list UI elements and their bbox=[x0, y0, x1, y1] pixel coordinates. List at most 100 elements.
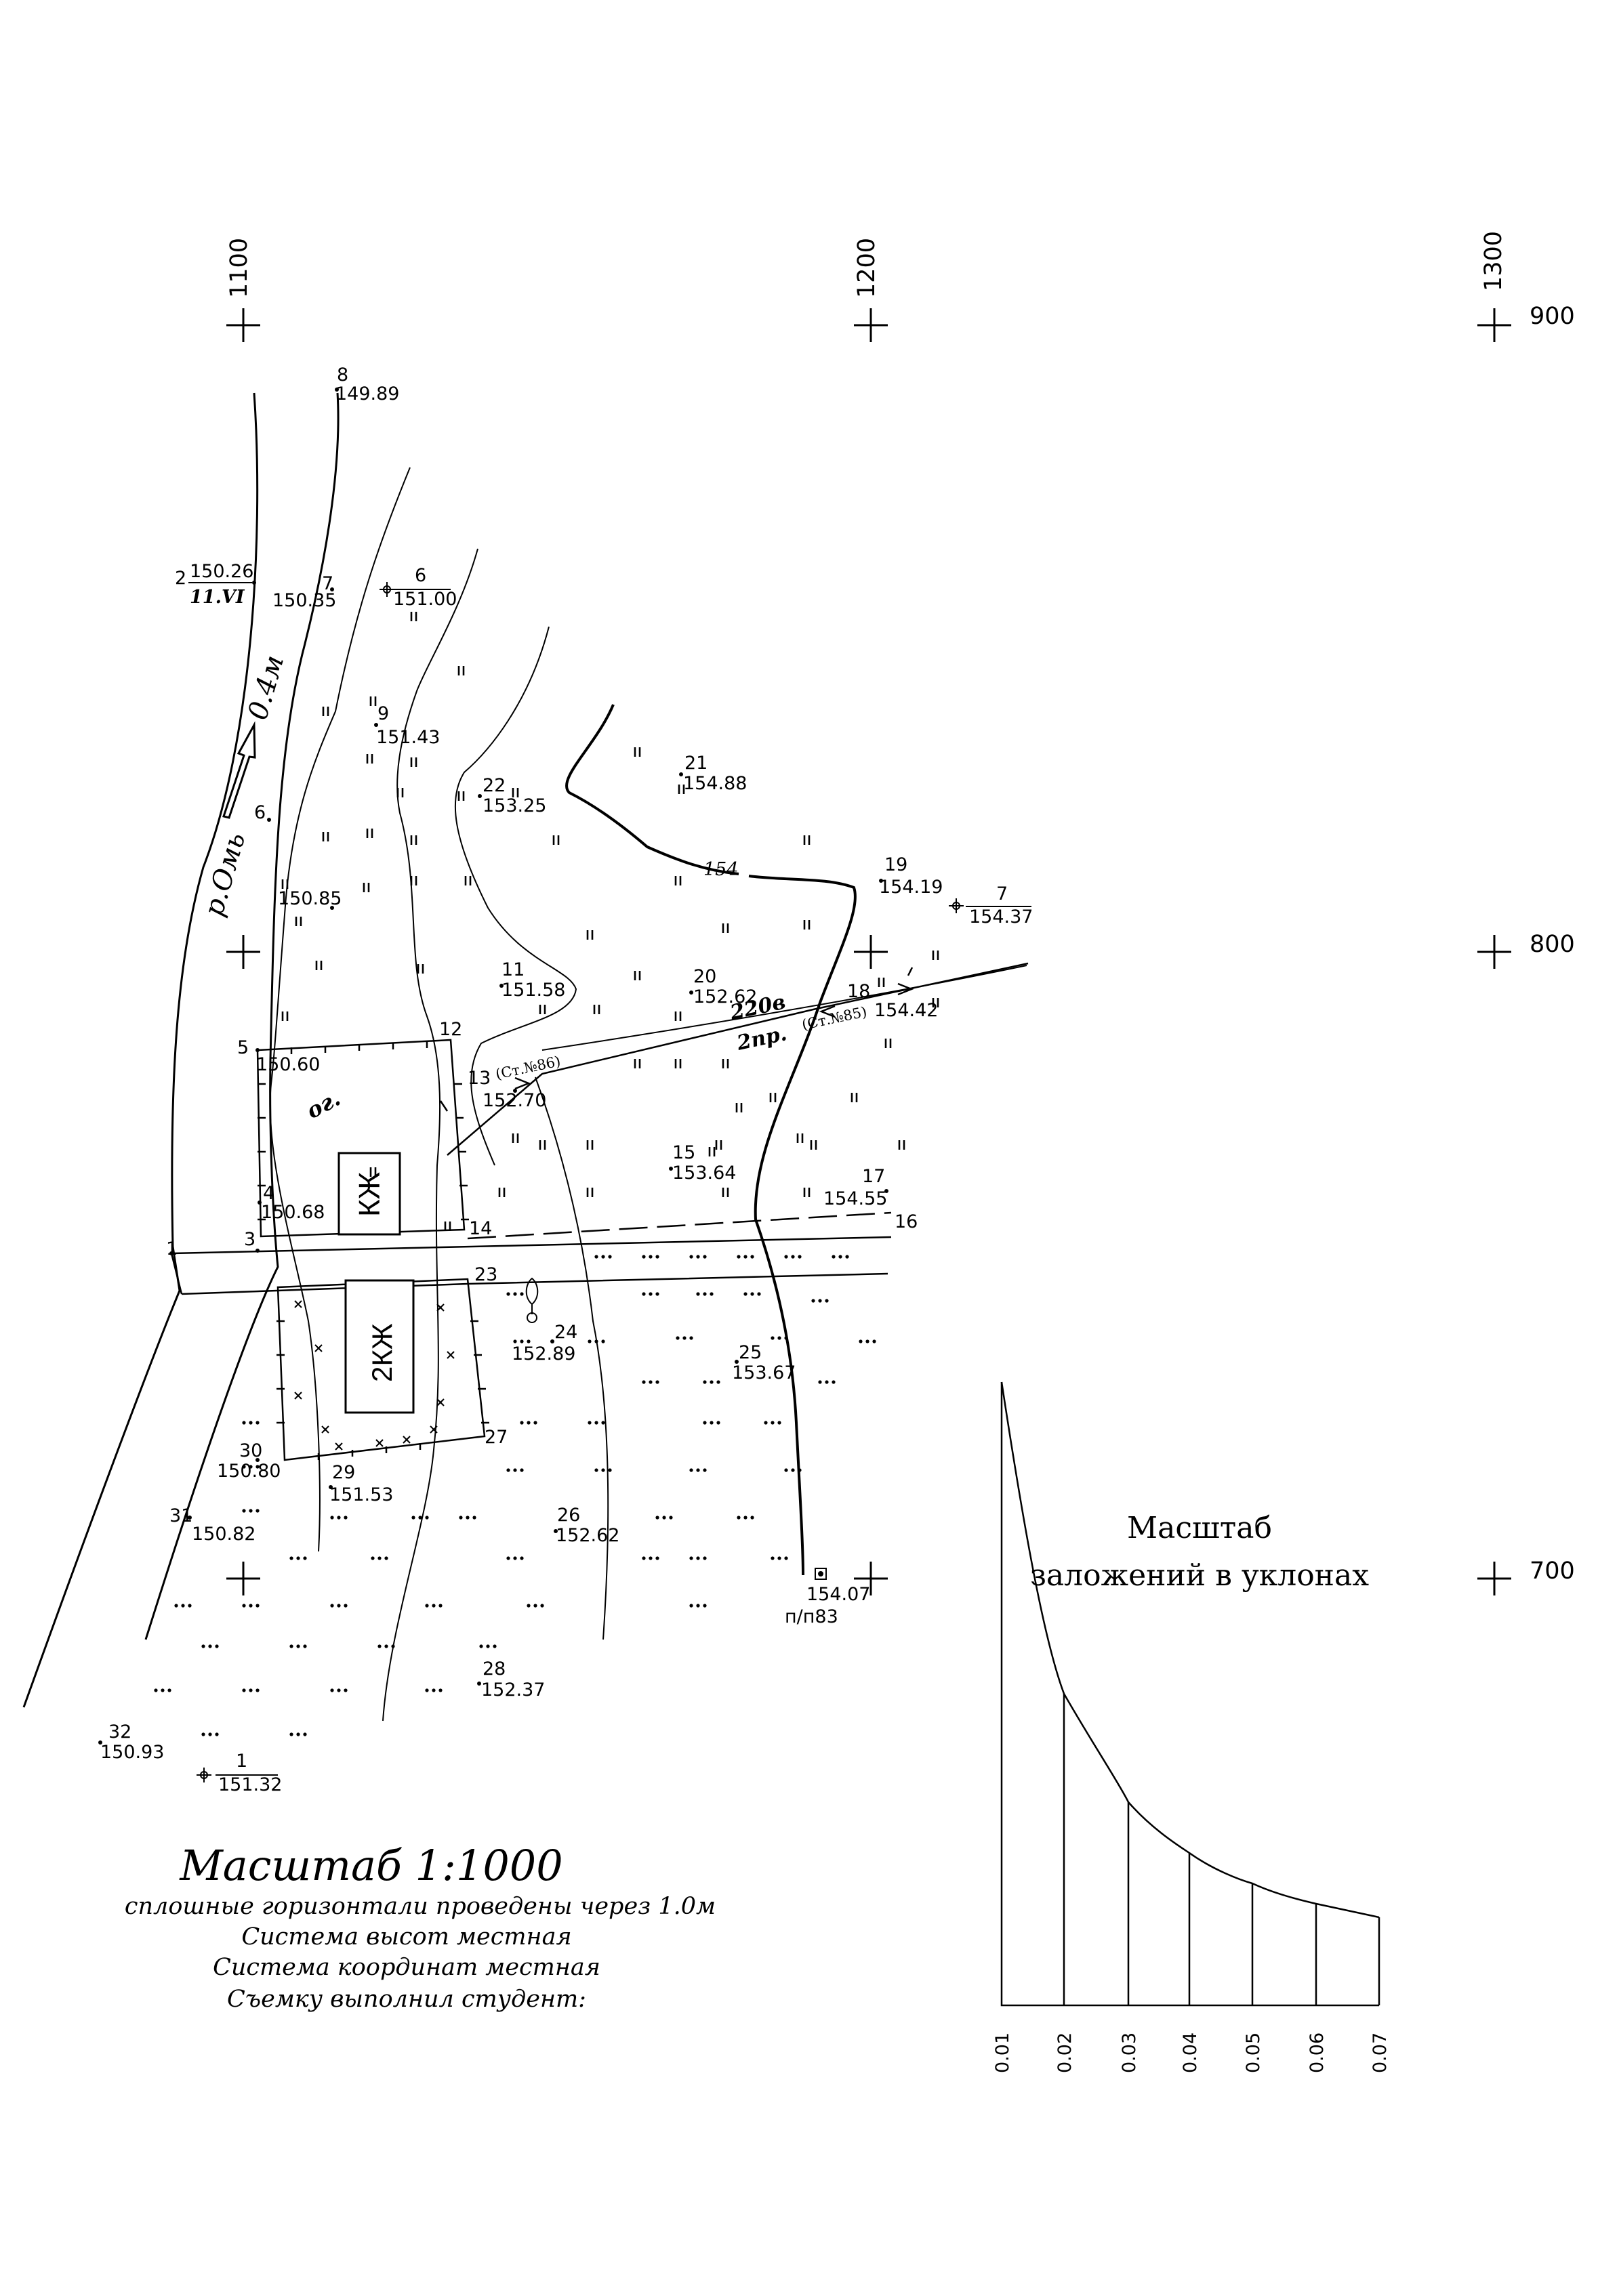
slope-tick-0-07: 0.07 bbox=[1370, 2032, 1391, 2073]
grid-label-y-800: 800 bbox=[1530, 931, 1575, 958]
point-1: 1 bbox=[166, 1238, 178, 1259]
svg-text:13: 13 bbox=[468, 1068, 491, 1089]
svg-text:1: 1 bbox=[236, 1751, 247, 1772]
svg-text:20: 20 bbox=[693, 966, 716, 987]
svg-text:153.25: 153.25 bbox=[483, 795, 546, 816]
svg-text:24: 24 bbox=[554, 1322, 577, 1343]
svg-text:11.VI: 11.VI bbox=[190, 587, 245, 608]
svg-text:149.89: 149.89 bbox=[335, 383, 399, 404]
building-kzh bbox=[337, 1152, 401, 1236]
grid-label-x-1300: 1300 bbox=[1480, 231, 1507, 291]
svg-text:152.62: 152.62 bbox=[556, 1525, 619, 1546]
slope-scale-title-2: заложений в уклонах bbox=[1030, 1558, 1369, 1593]
point-16: 16 bbox=[895, 1211, 918, 1232]
point-150-85: 150.85 bbox=[278, 888, 342, 910]
river-name-label: р.Омь bbox=[198, 829, 251, 920]
svg-text:30: 30 bbox=[239, 1440, 262, 1461]
slope-tick-0-04: 0.04 bbox=[1180, 2032, 1201, 2073]
svg-text:6: 6 bbox=[254, 802, 266, 823]
svg-text:27: 27 bbox=[485, 1427, 508, 1448]
slope-scale bbox=[1000, 1381, 1380, 2007]
slope-scale-title-1: Масштаб bbox=[1127, 1511, 1272, 1545]
svg-text:152.37: 152.37 bbox=[481, 1679, 545, 1700]
power-line bbox=[439, 962, 1029, 1156]
grid-label-y-900: 900 bbox=[1530, 303, 1575, 330]
svg-text:7: 7 bbox=[322, 573, 333, 594]
svg-text:150.82: 150.82 bbox=[192, 1524, 255, 1545]
point-6b: 6 bbox=[254, 802, 271, 823]
flow-arrow-icon bbox=[222, 721, 256, 819]
tree-icon bbox=[525, 1277, 539, 1323]
garden-label: ог. bbox=[302, 1085, 344, 1124]
svg-text:16: 16 bbox=[895, 1211, 918, 1232]
svg-text:18: 18 bbox=[847, 981, 870, 1002]
road bbox=[170, 1211, 892, 1295]
svg-text:1: 1 bbox=[166, 1238, 178, 1259]
grid-crosses bbox=[226, 308, 1511, 1595]
building-2kzh-label: 2КЖ bbox=[366, 1323, 398, 1382]
slope-tick-0-06: 0.06 bbox=[1307, 2032, 1328, 2073]
building-2kzh bbox=[344, 1279, 415, 1414]
footer-line-2: Система высот местная bbox=[241, 1923, 571, 1950]
svg-text:150.60: 150.60 bbox=[256, 1054, 320, 1075]
svg-text:11: 11 bbox=[501, 959, 525, 980]
contour-label-154: 154 bbox=[703, 859, 739, 880]
svg-text:154.55: 154.55 bbox=[823, 1188, 887, 1209]
scale-title: Масштаб 1:1000 bbox=[179, 1841, 562, 1890]
svg-text:150.85: 150.85 bbox=[278, 888, 342, 909]
river-banks bbox=[22, 392, 340, 1708]
ground-symbols bbox=[154, 1255, 876, 1736]
svg-text:21: 21 bbox=[684, 753, 708, 774]
svg-text:150.35: 150.35 bbox=[272, 590, 336, 611]
station-symbols bbox=[197, 582, 964, 1782]
station-85-label: (Ст.№85) bbox=[800, 1003, 868, 1033]
slope-tick-0-02: 0.02 bbox=[1054, 2032, 1075, 2073]
svg-text:9: 9 bbox=[377, 703, 389, 724]
svg-text:п/п83: п/п83 bbox=[785, 1606, 838, 1627]
svg-text:28: 28 bbox=[483, 1658, 506, 1679]
slope-tick-0-01: 0.01 bbox=[992, 2032, 1013, 2073]
svg-text:32: 32 bbox=[108, 1721, 131, 1742]
slope-tick-0-03: 0.03 bbox=[1119, 2032, 1140, 2073]
contour-154 bbox=[565, 704, 857, 1576]
contour-lines bbox=[269, 467, 1027, 1721]
point-23: 23 bbox=[474, 1264, 497, 1285]
svg-text:151.32: 151.32 bbox=[218, 1774, 282, 1795]
svg-text:151.00: 151.00 bbox=[393, 589, 457, 610]
footer-line-4: Съемку выполнил студент: bbox=[227, 1986, 586, 2013]
svg-text:22: 22 bbox=[483, 775, 506, 796]
point-14: 14 bbox=[469, 1218, 492, 1239]
svg-text:154.37: 154.37 bbox=[969, 906, 1033, 927]
point-3: 3 bbox=[244, 1229, 260, 1253]
svg-text:152.62: 152.62 bbox=[693, 986, 757, 1007]
svg-text:151.53: 151.53 bbox=[329, 1484, 393, 1505]
svg-text:2: 2 bbox=[175, 568, 186, 589]
svg-text:14: 14 bbox=[469, 1218, 492, 1239]
point-154-07: 154.07п/п83 bbox=[785, 1584, 870, 1627]
svg-text:12: 12 bbox=[439, 1019, 462, 1040]
svg-text:154.42: 154.42 bbox=[874, 1000, 938, 1021]
svg-text:8: 8 bbox=[337, 364, 348, 385]
svg-text:15: 15 bbox=[672, 1142, 695, 1163]
footer-line-3: Система координат местная bbox=[213, 1954, 600, 1981]
grid-label-x-1200: 1200 bbox=[853, 238, 880, 298]
svg-text:153.67: 153.67 bbox=[732, 1362, 796, 1383]
svg-text:154.88: 154.88 bbox=[683, 773, 747, 794]
svg-text:152.89: 152.89 bbox=[512, 1343, 575, 1364]
svg-text:151.58: 151.58 bbox=[501, 980, 565, 1001]
